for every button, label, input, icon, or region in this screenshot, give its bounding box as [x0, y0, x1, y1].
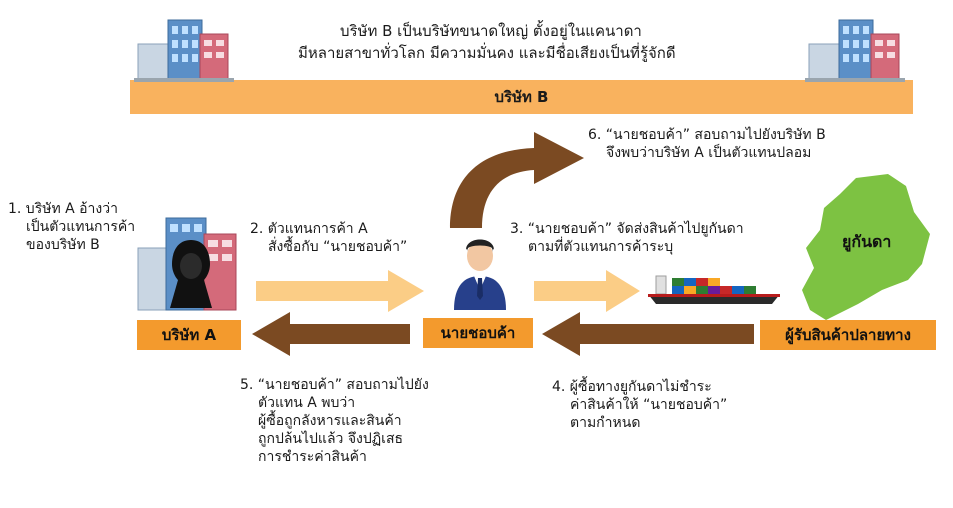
step-6-line: จึงพบว่าบริษัท A เป็นตัวแทนปลอม	[606, 145, 812, 161]
step-5-line: ผู้ซื้อถูกลังหารและสินค้า	[258, 413, 402, 429]
step-3-line: 3. “นายชอบค้า” จัดส่งสินค้าไปยูกันดา	[510, 221, 744, 237]
uganda-label: ยูกันดา	[842, 232, 892, 251]
arrow-receiver-to-merchant	[542, 312, 754, 356]
step-6-text: 6. “นายชอบค้า” สอบถามไปยังบริษัท B จึงพบ…	[588, 126, 826, 162]
step-1-line: เป็นตัวแทนการค้า	[26, 219, 136, 235]
step-5-line: ถูกปล้นไปแล้ว จึงปฏิเสธ	[258, 431, 404, 447]
company-a-label: บริษัท A	[137, 320, 241, 350]
building-icon-left	[134, 19, 234, 82]
step-4-line: ค่าสินค้าให้ “นายชอบค้า”	[570, 397, 728, 413]
step-1-text: 1. บริษัท A อ้างว่า เป็นตัวแทนการค้า ของ…	[8, 200, 135, 254]
step-2-line: 2. ตัวแทนการค้า A	[250, 221, 368, 237]
step-2-text: 2. ตัวแทนการค้า A สั่งซื้อกับ “นายชอบค้า…	[250, 220, 407, 256]
arrow-a-to-merchant	[256, 270, 424, 312]
step-5-line: การชำระค่าสินค้า	[258, 449, 367, 465]
curved-arrow-to-company-b	[450, 132, 584, 228]
step-5-line: ตัวแทน A พบว่า	[258, 395, 356, 411]
header-line-2: มีหลายสาขาทั่วโลก มีความมั่นคง และมีชื่อ…	[298, 44, 676, 62]
arrow-merchant-to-ship	[534, 270, 640, 312]
company-b-bar-label: บริษัท B	[494, 88, 549, 106]
container-ship-icon	[648, 275, 780, 304]
company-b-bar: บริษัท B	[130, 80, 913, 114]
step-1-line: ของบริษัท B	[26, 237, 100, 253]
step-4-text: 4. ผู้ซื้อทางยูกันดาไม่ชำระ ค่าสินค้าให้…	[552, 378, 727, 432]
receiver-label: ผู้รับสินค้าปลายทาง	[760, 320, 936, 350]
uganda-map-icon	[802, 174, 930, 320]
step-4-line: ตามกำหนด	[570, 415, 641, 431]
merchant-person-icon	[454, 239, 506, 310]
header-line-1: บริษัท B เป็นบริษัทขนาดใหญ่ ตั้งอยู่ในแค…	[340, 22, 642, 40]
step-5-text: 5. “นายชอบค้า” สอบถามไปยัง ตัวแทน A พบว่…	[240, 376, 429, 466]
merchant-label: นายชอบค้า	[423, 318, 533, 348]
arrow-merchant-to-a	[252, 312, 410, 356]
step-4-line: 4. ผู้ซื้อทางยูกันดาไม่ชำระ	[552, 379, 712, 395]
step-3-text: 3. “นายชอบค้า” จัดส่งสินค้าไปยูกันดา ตาม…	[510, 220, 744, 256]
building-icon-right	[805, 19, 905, 82]
step-3-line: ตามที่ตัวแทนการค้าระบุ	[528, 239, 674, 255]
hooded-figure-icon	[170, 240, 212, 308]
step-2-line: สั่งซื้อกับ “นายชอบค้า”	[268, 239, 408, 255]
step-6-line: 6. “นายชอบค้า” สอบถามไปยังบริษัท B	[588, 127, 826, 143]
step-5-line: 5. “นายชอบค้า” สอบถามไปยัง	[240, 377, 429, 393]
step-1-line: 1. บริษัท A อ้างว่า	[8, 201, 118, 217]
